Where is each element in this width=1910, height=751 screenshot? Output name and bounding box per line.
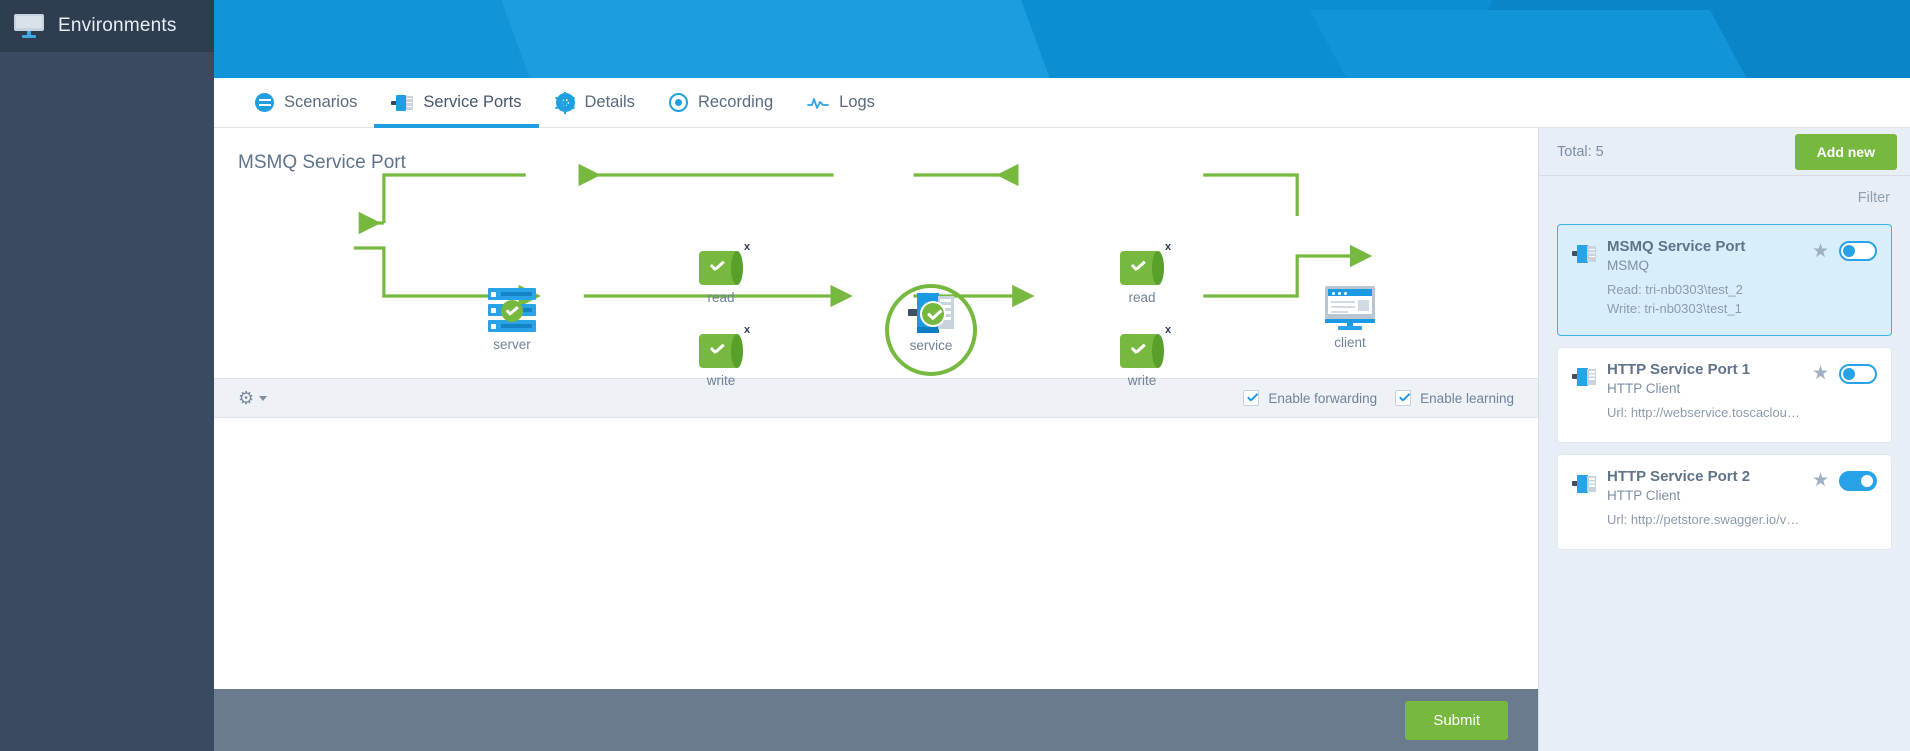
tab-scenarios[interactable]: Scenarios [238,78,374,127]
panel-header: Total: 5 Add new [1539,128,1910,176]
sidebar-item-label: Environments [58,15,177,36]
list-item-title: MSMQ Service Port [1607,238,1746,255]
list-item[interactable]: HTTP Service Port 1 HTTP Client Url: htt… [1557,346,1892,443]
tab-label: Service Ports [423,93,522,111]
tab-label: Logs [839,93,875,111]
checkbox-icon[interactable] [1395,390,1412,406]
pulse-icon [807,96,830,110]
checkbox-enable-forwarding[interactable]: Enable forwarding [1243,390,1377,406]
list-item-title: HTTP Service Port 1 [1607,360,1751,378]
service-icon [908,293,954,333]
list-item-subtitle: HTTP Client [1607,487,1681,503]
queue-icon [699,334,743,368]
submit-button[interactable]: Submit [1405,700,1508,740]
list-item-detail: Url: http://petstore.swagger.io/v2/swagg… [1607,511,1801,527]
diagram-node-read-right[interactable]: x read [1097,241,1187,305]
favorite-star-icon[interactable]: ★ [1811,470,1829,492]
node-label: write [706,373,736,388]
queue-icon [1120,251,1164,285]
filter-link[interactable]: Filter [1857,190,1890,206]
server-icon [488,288,536,332]
close-icon[interactable]: x [1165,241,1172,253]
checkbox-enable-learning[interactable]: Enable learning [1395,390,1514,406]
node-label: read [1128,290,1156,305]
total-count: Total: 5 [1557,143,1604,160]
service-ring [885,284,977,376]
node-label: server [493,337,531,352]
list-item-detail: Write: tri-nb0303\test_1 [1607,300,1742,316]
gear-icon [554,91,576,114]
diagram-node-service[interactable]: service [885,284,977,376]
tab-recording[interactable]: Recording [652,78,790,127]
node-label: write [1127,373,1157,388]
queue-icon [1120,334,1164,368]
favorite-star-icon[interactable]: ★ [1811,240,1829,262]
enable-toggle[interactable] [1839,241,1877,261]
list-item[interactable]: HTTP Service Port 2 HTTP Client Url: htt… [1557,453,1892,550]
monitor-icon [14,14,44,38]
service-ports-panel: Total: 5 Add new Filter MSMQ Service Por… [1538,128,1910,751]
add-new-button[interactable]: Add new [1794,133,1897,170]
left-sidebar: Environments [0,0,214,751]
gear-icon: ⚙ [238,388,255,408]
node-label: read [707,290,735,305]
checkbox-label: Enable forwarding [1268,390,1378,406]
list-item-detail: Read: tri-nb0303\test_2 [1607,282,1743,297]
node-label: client [1334,335,1366,350]
page-title: MSMQ Service Port [238,152,406,173]
node-label: service [909,338,953,353]
client-icon [1325,286,1375,330]
list-item-title: HTTP Service Port 2 [1607,467,1751,485]
favorite-star-icon[interactable]: ★ [1811,363,1829,385]
empty-content-area [214,418,1538,689]
queue-icon [699,251,743,285]
list-item-detail: Url: http://webservice.toscacloud.com/Ca… [1607,404,1801,420]
diagram-node-write-right[interactable]: x write [1097,324,1187,388]
close-icon[interactable]: x [744,241,751,253]
service-port-icon [1572,367,1596,387]
settings-dropdown-button[interactable]: ⚙ [238,388,268,408]
close-icon[interactable]: x [1165,324,1172,336]
list-item-subtitle: MSMQ [1607,258,1649,273]
enable-toggle[interactable] [1839,363,1877,384]
tab-bar: Scenarios Service Ports Details Recordin… [214,78,1910,128]
service-port-diagram: MSMQ Service Port [214,128,1538,388]
diagram-node-write-left[interactable]: x write [676,324,766,388]
diagram-node-client[interactable]: client [1305,286,1395,350]
options-bar: ⚙ Enable forwarding Enable learning [214,378,1538,418]
service-port-icon [1572,244,1596,264]
list-item[interactable]: MSMQ Service Port MSMQ Read: tri-nb0303\… [1557,224,1892,336]
close-icon[interactable]: x [744,324,751,336]
tab-label: Details [584,93,635,111]
record-icon [668,93,688,112]
tab-label: Scenarios [284,93,358,111]
sidebar-item-environments[interactable]: Environments [0,0,214,52]
service-ports-icon [391,94,414,112]
diagram-connectors [353,163,1373,308]
chevron-down-icon [259,395,268,401]
service-port-list: MSMQ Service Port MSMQ Read: tri-nb0303\… [1539,212,1910,560]
service-port-icon [1572,474,1596,494]
option-checkboxes: Enable forwarding Enable learning [1243,390,1514,406]
enable-toggle[interactable] [1839,470,1877,491]
tab-service-ports[interactable]: Service Ports [374,78,539,128]
list-item-subtitle: HTTP Client [1607,380,1681,396]
center-column: MSMQ Service Port [214,128,1538,751]
check-badge-icon [501,300,523,322]
header-banner [214,0,1910,78]
checkbox-label: Enable learning [1420,390,1514,406]
main-column: Scenarios Service Ports Details Recordin… [214,0,1910,751]
tab-details[interactable]: Details [539,78,652,127]
tab-logs[interactable]: Logs [790,78,892,127]
content-row: MSMQ Service Port [214,128,1910,751]
footer-bar: Submit [214,689,1538,751]
scenarios-icon [255,93,274,112]
diagram-node-server[interactable]: server [462,288,562,352]
checkbox-icon[interactable] [1243,390,1260,406]
tab-label: Recording [697,93,774,111]
diagram-node-read-left[interactable]: x read [676,241,766,305]
